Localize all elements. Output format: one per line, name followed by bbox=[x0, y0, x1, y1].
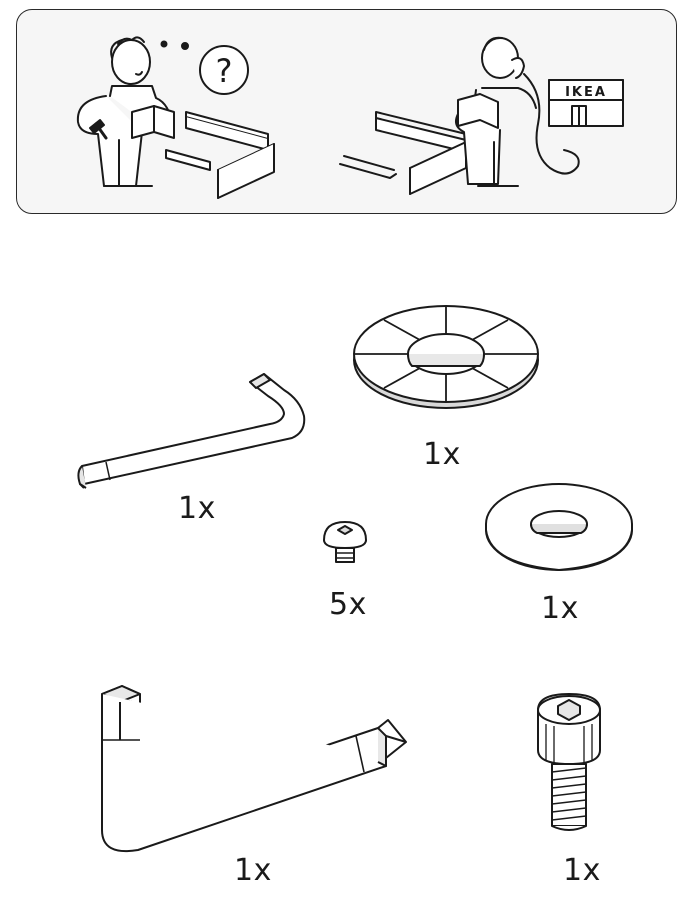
confused-man-icon bbox=[76, 36, 249, 187]
store-sign: IKEA bbox=[565, 85, 607, 100]
button-head-screw-quantity: 5x bbox=[329, 587, 367, 622]
flat-washer-quantity: 1x bbox=[541, 591, 579, 626]
store-icon bbox=[548, 79, 624, 127]
anti-slip-disc-quantity: 1x bbox=[423, 437, 461, 472]
help-illustration: ? bbox=[76, 36, 624, 199]
allen-key-small-quantity: 1x bbox=[178, 491, 216, 526]
flat-washer-icon bbox=[485, 483, 633, 571]
socket-cap-bolt-icon bbox=[537, 693, 601, 831]
boards-left-icon bbox=[165, 111, 275, 199]
allen-key-large-icon bbox=[101, 685, 407, 852]
calling-man-icon bbox=[339, 36, 580, 195]
button-head-screw-icon bbox=[323, 521, 367, 563]
anti-slip-disc-icon bbox=[353, 305, 539, 409]
question-mark: ? bbox=[216, 52, 233, 90]
socket-cap-bolt-quantity: 1x bbox=[563, 853, 601, 888]
allen-key-large-quantity: 1x bbox=[234, 853, 272, 888]
allen-key-small-icon bbox=[77, 373, 306, 489]
